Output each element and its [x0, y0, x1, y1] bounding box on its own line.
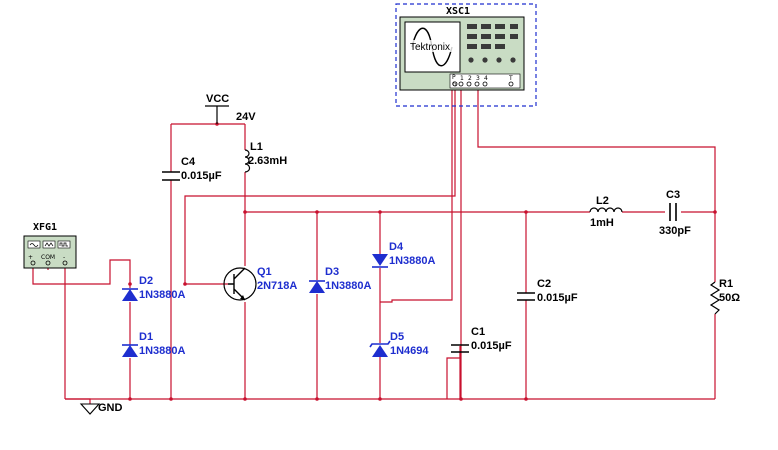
junction [378, 397, 382, 401]
vcc-value: 24V [236, 111, 256, 123]
resistor-r1[interactable]: R1 50Ω [709, 278, 740, 315]
wires [32, 80, 716, 404]
r1-ref: R1 [719, 278, 733, 290]
ground-symbol: GND [79, 402, 123, 415]
svg-text:+: + [28, 254, 33, 261]
inductor-l2[interactable]: L2 1mH [589, 195, 623, 229]
c1-ref: C1 [471, 326, 485, 338]
l1-value: 2.63mH [248, 155, 287, 167]
xfg-button-triangle [42, 240, 56, 249]
capacitor-c2[interactable]: C2 0.015µF [517, 278, 578, 304]
junction [183, 282, 187, 286]
wire-xfg-plus [32, 259, 131, 288]
svg-text:3: 3 [476, 75, 480, 82]
junction [378, 210, 382, 214]
xfg-ref-label: XFG1 [33, 222, 57, 233]
junction [128, 397, 132, 401]
capacitor-c1[interactable]: C1 0.015µF [451, 326, 512, 353]
c4-value: 0.015µF [181, 170, 222, 182]
c1-value: 0.015µF [471, 340, 512, 352]
c4-ref: C4 [181, 156, 196, 168]
vcc-symbol: VCC 24V [205, 93, 256, 124]
d4-value: 1N3880A [389, 255, 436, 267]
d4-ref: D4 [389, 241, 404, 253]
triangle-wave-icon [44, 242, 54, 247]
diode-d2[interactable]: D2 1N3880A [122, 275, 186, 301]
d3-value: 1N3880A [325, 280, 372, 292]
junction [243, 397, 247, 401]
inductor-l1[interactable]: L1 2.63mH [244, 141, 287, 173]
junction [713, 210, 717, 214]
junction [524, 397, 528, 401]
junction [169, 397, 173, 401]
scope-dashed-border [395, 3, 537, 107]
wire-d4d5-node-to-scope [380, 80, 453, 303]
junction [243, 210, 247, 214]
c3-value: 330pF [659, 225, 691, 237]
vcc-label: VCC [206, 93, 229, 105]
transistor-q1[interactable]: Q1 2N718A [223, 266, 297, 301]
wire-q1-base [184, 80, 456, 284]
c2-ref: C2 [537, 278, 551, 290]
svg-text:G: G [452, 81, 457, 88]
junction [315, 210, 319, 214]
scope-buttons [467, 24, 518, 63]
capacitor-c3[interactable]: C3 330pF [659, 189, 691, 237]
diode-d4[interactable]: D4 1N3880A [372, 241, 436, 268]
scope-ref-label: XSC1 [446, 6, 470, 17]
square-wave-icon [59, 242, 68, 247]
d2-value: 1N3880A [139, 289, 186, 301]
c2-value: 0.015µF [537, 292, 578, 304]
d5-ref: D5 [390, 331, 404, 343]
scope-brand-box [408, 40, 458, 52]
diode-d5[interactable]: D5 1N4694 [369, 331, 429, 357]
junction [459, 397, 463, 401]
l2-value: 1mH [590, 217, 614, 229]
d2-ref: D2 [139, 275, 153, 287]
c3-ref: C3 [666, 189, 680, 201]
d1-ref: D1 [139, 331, 153, 343]
d3-ref: D3 [325, 266, 339, 278]
svg-text:4: 4 [484, 75, 488, 82]
xfg-com-label: COM [41, 254, 55, 261]
junctions [128, 122, 717, 401]
d5-value: 1N4694 [390, 345, 429, 357]
junction [524, 210, 528, 214]
q1-ref: Q1 [257, 266, 272, 278]
scope-brand-label: Tektronix [410, 42, 450, 53]
capacitor-c4[interactable]: C4 0.015µF [162, 156, 222, 182]
svg-text:P: P [452, 74, 456, 81]
junction [128, 282, 132, 286]
svg-text:-: - [63, 254, 65, 261]
wire-gnd-lead [65, 398, 91, 404]
svg-text:1: 1 [460, 75, 464, 82]
svg-text:T: T [508, 75, 513, 82]
sine-icon [29, 243, 39, 247]
gnd-label: GND [98, 402, 123, 414]
diode-d1[interactable]: D1 1N3880A [122, 331, 186, 357]
l1-ref: L1 [250, 141, 263, 153]
wire-scope-ch2 [477, 80, 716, 212]
d1-value: 1N3880A [139, 345, 186, 357]
wire-c1-top [446, 346, 461, 399]
r1-value: 50Ω [719, 292, 740, 304]
function-generator-xfg1[interactable]: XFG1 + COM - [23, 222, 77, 269]
diode-d3[interactable]: D3 1N3880A [309, 266, 372, 293]
junction [315, 397, 319, 401]
svg-text:2: 2 [468, 75, 472, 82]
q1-value: 2N718A [257, 280, 297, 292]
l2-ref: L2 [596, 195, 609, 207]
